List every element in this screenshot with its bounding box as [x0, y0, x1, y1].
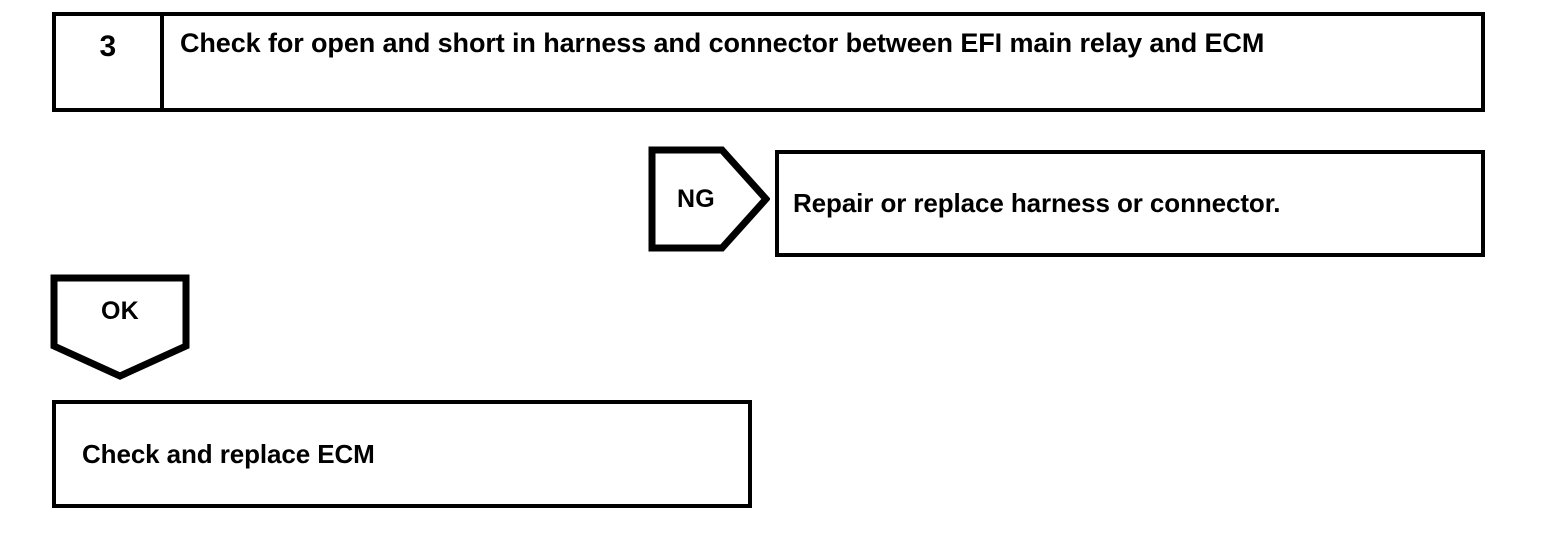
ok-arrow-shape: [50, 274, 190, 380]
ng-arrow-shape: [648, 146, 770, 252]
ok-branch-arrow: OK: [50, 274, 190, 380]
ng-result-box: Repair or replace harness or connector.: [775, 150, 1485, 257]
ok-result-box: Check and replace ECM: [52, 400, 752, 508]
ok-label: OK: [100, 296, 140, 325]
ng-label: NG: [676, 184, 716, 213]
step-instruction-cell: Check for open and short in harness and …: [168, 16, 1481, 108]
ng-branch-arrow: NG: [648, 146, 770, 252]
step-instruction-text: Check for open and short in harness and …: [180, 28, 1265, 58]
ok-result-text: Check and replace ECM: [82, 438, 375, 469]
ng-result-text: Repair or replace harness or connector.: [793, 188, 1281, 218]
step-box: 3 Check for open and short in harness an…: [52, 12, 1485, 112]
step-number-cell: 3: [56, 16, 164, 108]
step-number: 3: [99, 30, 117, 63]
